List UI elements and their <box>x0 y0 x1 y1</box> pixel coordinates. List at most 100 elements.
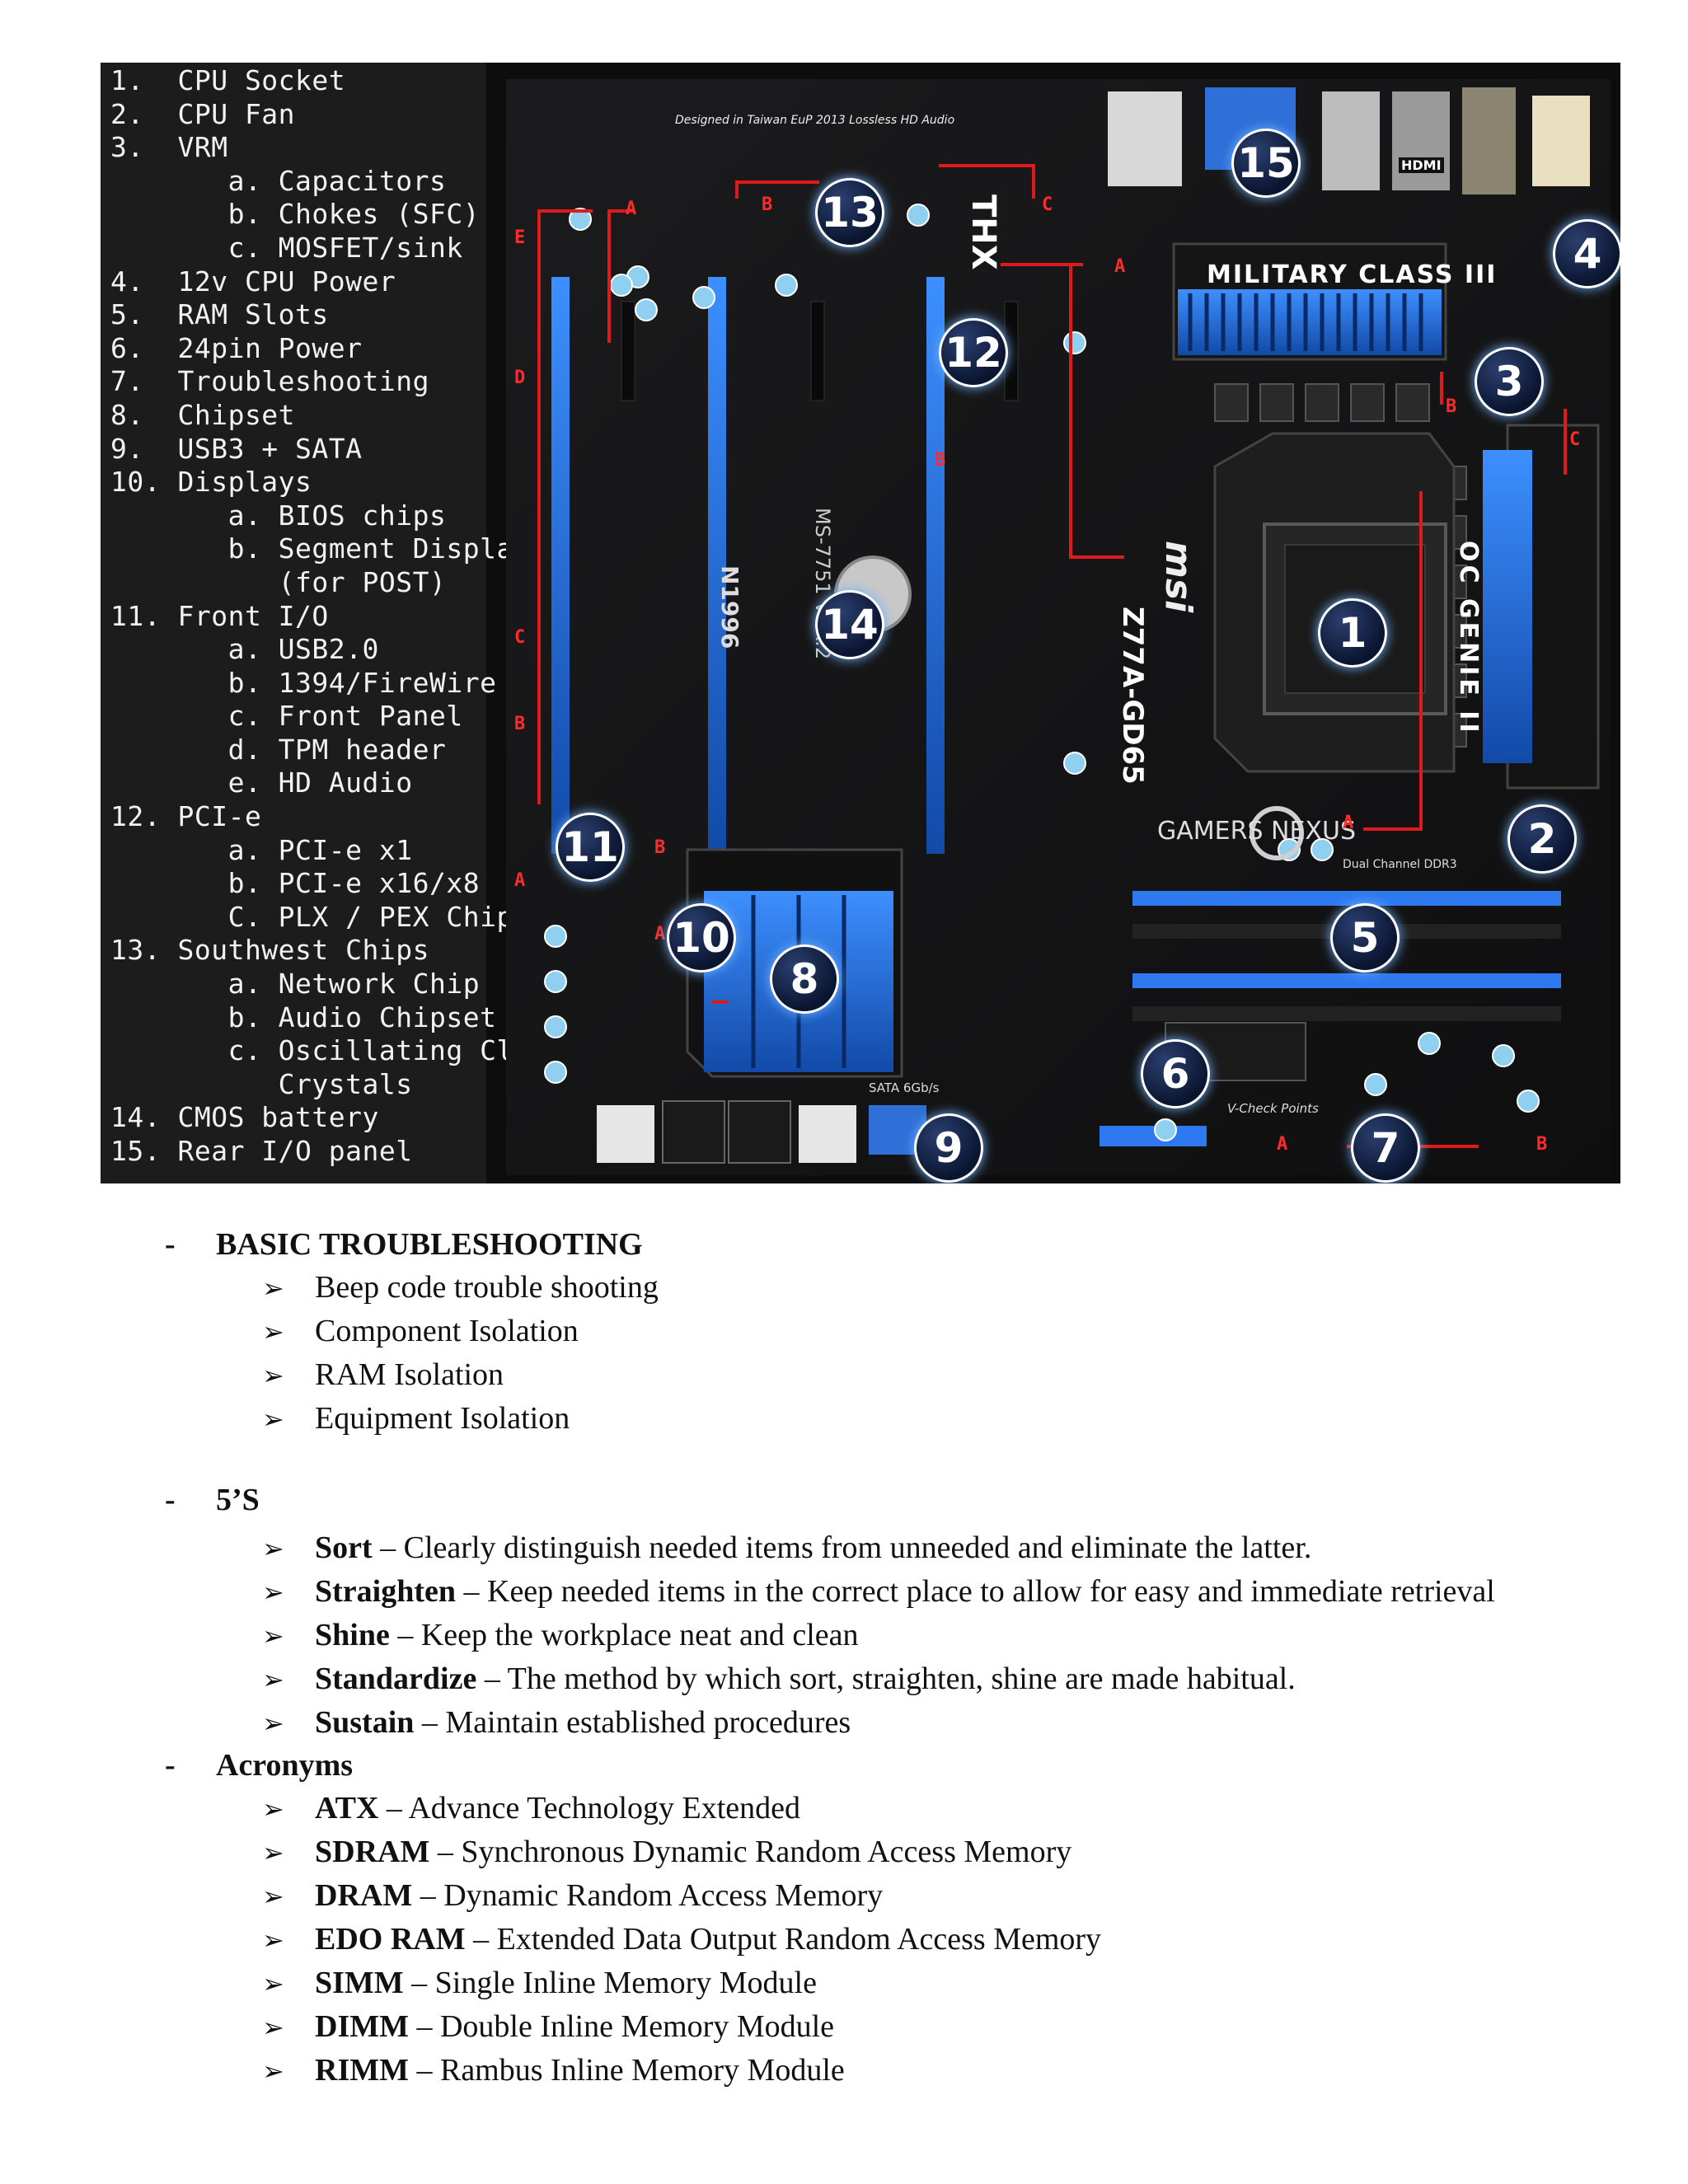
leader-tag: B <box>762 194 773 215</box>
arrow-bullet-icon: ➢ <box>262 1533 284 1564</box>
callout-3: 3 <box>1475 347 1544 416</box>
arrow-bullet-icon: ➢ <box>262 1360 284 1391</box>
legend-item: b. Segment Display <box>110 532 531 565</box>
arrow-bullet-icon: ➢ <box>262 1793 284 1825</box>
leader-tag: B <box>654 837 666 858</box>
section-heading: -Acronyms <box>165 1748 354 1783</box>
legend-item: 14. CMOS battery <box>110 1101 379 1134</box>
callout-12: 12 <box>939 318 1008 387</box>
board-label-vcheck: V-Check Points <box>1227 1101 1319 1116</box>
callout-9: 9 <box>914 1113 983 1183</box>
legend-item: d. TPM header <box>110 733 447 766</box>
leader-tag: A <box>654 924 666 944</box>
legend-item: 5. RAM Slots <box>110 298 329 331</box>
arrow-bullet-icon: ➢ <box>262 1620 284 1652</box>
legend-item: b. PCI-e x16/x8 <box>110 867 481 900</box>
leader-tag: A <box>514 870 526 891</box>
list-item: ➢Standardize – The method by which sort,… <box>262 1661 1296 1696</box>
legend-item: 1. CPU Socket <box>110 64 346 96</box>
legend-item: 6. 24pin Power <box>110 331 363 364</box>
arrow-bullet-icon: ➢ <box>262 1837 284 1868</box>
legend-item: a. USB2.0 <box>110 633 379 666</box>
callout-8: 8 <box>770 944 839 1014</box>
list-item: ➢Straighten – Keep needed items in the c… <box>262 1574 1495 1609</box>
board-label-brand: msi <box>1157 541 1199 613</box>
legend-item: a. PCI-e x1 <box>110 833 413 866</box>
list-item: ➢Component Isolation <box>262 1314 579 1348</box>
legend-item: b. 1394/FireWire <box>110 666 497 699</box>
callout-5: 5 <box>1330 903 1400 972</box>
callout-10: 10 <box>667 903 736 972</box>
arrow-bullet-icon: ➢ <box>262 1577 284 1608</box>
arrow-bullet-icon: ➢ <box>262 1664 284 1695</box>
section-title: BASIC TROUBLESHOOTING <box>216 1227 643 1262</box>
legend-item: 10. Displays <box>110 466 312 499</box>
board-label-ddr3: Dual Channel DDR3 <box>1343 858 1457 871</box>
legend-item: e. HD Audio <box>110 766 413 799</box>
list-item: ➢Beep code trouble shooting <box>262 1270 659 1305</box>
board-label-n1996: N1996 <box>716 565 743 649</box>
legend-item: 8. Chipset <box>110 398 296 431</box>
legend-item: Crystals <box>110 1067 413 1100</box>
section-title: 5’S <box>216 1483 260 1517</box>
section-heading: -5’S <box>165 1483 260 1517</box>
callout-7: 7 <box>1351 1113 1420 1183</box>
board-label-military: MILITARY CLASS III <box>1207 260 1498 289</box>
leader-tag: C <box>1569 429 1581 450</box>
legend-item: 9. USB3 + SATA <box>110 432 363 465</box>
leader-tag: A <box>1277 1134 1288 1155</box>
component-legend: 1. CPU Socket 2. CPU Fan 3. VRM a. Capac… <box>101 63 563 1183</box>
board-label-hdmi: HDMI <box>1399 157 1444 173</box>
motherboard-figure: 1. CPU Socket 2. CPU Fan 3. VRM a. Capac… <box>101 63 1620 1183</box>
legend-item: 13. Southwest Chips <box>110 934 429 967</box>
legend-item: 7. Troubleshooting <box>110 365 429 398</box>
list-item: ➢Shine – Keep the workplace neat and cle… <box>262 1618 859 1652</box>
legend-item: a. Capacitors <box>110 164 447 197</box>
leader-tag: B <box>935 450 946 471</box>
leader-tag: A <box>1343 813 1354 833</box>
legend-item: (for POST) <box>110 565 447 598</box>
arrow-bullet-icon: ➢ <box>262 2012 284 2043</box>
list-item: ➢EDO RAM – Extended Data Output Random A… <box>262 1922 1102 1957</box>
list-item: ➢DRAM – Dynamic Random Access Memory <box>262 1878 884 1913</box>
callout-2: 2 <box>1507 804 1577 874</box>
legend-item: a. BIOS chips <box>110 499 447 532</box>
legend-item: a. Network Chip <box>110 968 481 1001</box>
list-item: ➢Sort – Clearly distinguish needed items… <box>262 1530 1312 1565</box>
callout-14: 14 <box>815 590 884 659</box>
arrow-bullet-icon: ➢ <box>262 1316 284 1347</box>
callout-6: 6 <box>1141 1039 1210 1108</box>
leader-tag: A <box>1114 256 1126 277</box>
motherboard-photo: MILITARY CLASS III OC GENIE II Z77A-GD65… <box>506 79 1620 1183</box>
callout-4: 4 <box>1553 219 1620 288</box>
list-item: ➢DIMM – Double Inline Memory Module <box>262 2009 835 2044</box>
leader-tag: B <box>1446 396 1457 417</box>
list-item: ➢SIMM – Single Inline Memory Module <box>262 1966 817 2000</box>
list-item: ➢ATX – Advance Technology Extended <box>262 1791 801 1825</box>
legend-item: C. PLX / PEX Chip <box>110 900 513 933</box>
callout-13: 13 <box>815 178 884 247</box>
arrow-bullet-icon: ➢ <box>262 1404 284 1435</box>
section-title: Acronyms <box>216 1748 354 1783</box>
list-item: ➢RAM Isolation <box>262 1357 504 1392</box>
leader-tag: E <box>514 227 526 248</box>
legend-item: 11. Front I/O <box>110 599 329 632</box>
arrow-bullet-icon: ➢ <box>262 1272 284 1304</box>
arrow-bullet-icon: ➢ <box>262 1881 284 1912</box>
leader-tag: B <box>1536 1134 1548 1155</box>
list-item: ➢SDRAM – Synchronous Dynamic Random Acce… <box>262 1835 1072 1869</box>
legend-item: 15. Rear I/O panel <box>110 1135 413 1167</box>
callout-11: 11 <box>556 813 625 882</box>
board-label-sata: SATA 6Gb/s <box>869 1080 940 1095</box>
legend-item: 2. CPU Fan <box>110 97 296 130</box>
list-item: ➢Sustain – Maintain established procedur… <box>262 1705 851 1740</box>
legend-item: c. Oscillating Clock <box>110 1034 564 1067</box>
callout-15: 15 <box>1231 129 1301 198</box>
leader-tag: C <box>1042 194 1053 215</box>
arrow-bullet-icon: ➢ <box>262 1968 284 1999</box>
legend-item: 4. 12v CPU Power <box>110 265 396 298</box>
section-heading: -BASIC TROUBLESHOOTING <box>165 1227 643 1262</box>
board-label-thx: THX <box>964 194 1002 270</box>
board-label-top-print: Designed in Taiwan EuP 2013 Lossless HD … <box>675 114 955 127</box>
legend-item: b. Chokes (SFC) <box>110 198 481 231</box>
